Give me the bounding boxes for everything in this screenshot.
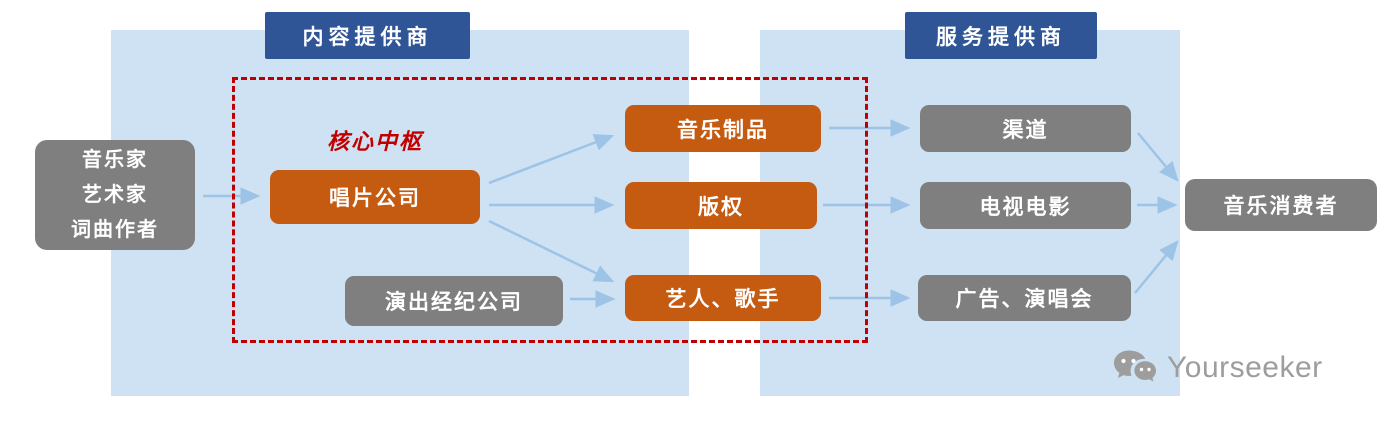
node-music-consumers: 音乐消费者 <box>1185 179 1377 231</box>
core-hub-label: 核心中枢 <box>326 129 423 154</box>
node-creators: 音乐家 艺术家 词曲作者 <box>35 140 195 250</box>
watermark: Yourseeker <box>1112 348 1323 388</box>
service-provider-header: 服务提供商 <box>905 12 1097 59</box>
node-tv-movies: 电视电影 <box>920 182 1131 229</box>
node-music-products: 音乐制品 <box>625 105 821 152</box>
creators-line-3: 词曲作者 <box>71 218 159 241</box>
node-artists-singers: 艺人、歌手 <box>625 275 821 321</box>
wechat-icon <box>1114 350 1156 382</box>
creators-line-2: 艺术家 <box>82 183 148 206</box>
core-hub-outline <box>232 77 868 343</box>
node-record-company: 唱片公司 <box>270 170 480 224</box>
creators-line-1: 音乐家 <box>82 148 148 171</box>
node-ads-concerts: 广告、演唱会 <box>918 275 1131 321</box>
node-channels: 渠道 <box>920 105 1131 152</box>
node-copyright: 版权 <box>625 182 817 229</box>
content-provider-header: 内容提供商 <box>265 12 470 59</box>
watermark-brand: Yourseeker <box>1167 351 1323 384</box>
node-performance-agency: 演出经纪公司 <box>345 276 563 326</box>
